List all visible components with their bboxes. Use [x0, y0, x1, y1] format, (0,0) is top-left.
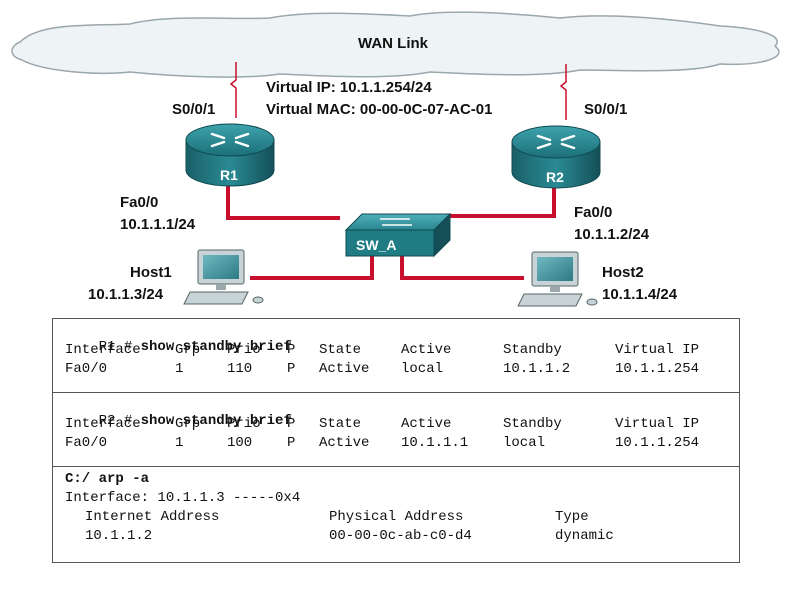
r2-header-interface: Interface: [65, 416, 141, 432]
r1-header-state: State: [319, 342, 362, 358]
switch-name-label: SW_A: [356, 237, 397, 253]
arp-cell-internet-address: 10.1.1.2: [85, 528, 153, 544]
r1-standby-output-panel: R1 # show standby brief Interface Grp Pr…: [52, 318, 740, 393]
r1-prompt: R1 #: [98, 339, 141, 355]
r1-cell-standby: 10.1.1.2: [503, 361, 571, 377]
r2-command: show standby brief: [140, 413, 292, 429]
r2-wan-link: [559, 64, 567, 120]
r2-cell-p: P: [287, 435, 296, 451]
r1-cell-virtual-ip: 10.1.1.254: [615, 361, 700, 377]
r2-header-virtual-ip: Virtual IP: [615, 416, 700, 432]
r1-data-row: Fa0/0 1 110 P Active local 10.1.1.2 10.1…: [65, 361, 739, 380]
host2-ip-label: 10.1.1.4/24: [602, 286, 678, 303]
arp-command-line: C:/ arp -a: [65, 471, 150, 487]
r1-cell-active: local: [401, 361, 444, 377]
r1-header-p: P: [287, 342, 296, 358]
r1-cell-grp: 1: [175, 361, 184, 377]
host1-switch-link: [250, 256, 374, 280]
r2-data-row: Fa0/0 1 100 P Active 10.1.1.1 local 10.1…: [65, 435, 739, 454]
r2-cell-standby: local: [503, 435, 546, 451]
r2-switch-link: [440, 178, 556, 218]
r2-standby-output-panel: R2 # show standby brief Interface Grp Pr…: [52, 392, 740, 467]
r1-header-prio: Prio: [227, 342, 261, 358]
switch-sw-a-icon[interactable]: [344, 212, 452, 258]
r2-cell-prio: 100: [227, 435, 253, 451]
host2-name-label: Host2: [602, 264, 644, 281]
r2-ip-label: 10.1.1.2/24: [574, 226, 650, 243]
r1-wan-link: [229, 62, 237, 118]
r1-header-row: Interface Grp Prio P State Active Standb…: [65, 342, 739, 361]
arp-header-internet-address: Internet Address: [85, 509, 220, 525]
r2-header-standby: Standby: [503, 416, 562, 432]
r2-serial-label: S0/0/1: [584, 101, 628, 118]
arp-output-panel: C:/ arp -a Interface: 10.1.1.3 -----0x4 …: [52, 466, 740, 563]
r2-cell-state: Active: [319, 435, 370, 451]
r1-switch-link: [226, 178, 340, 220]
r1-header-virtual-ip: Virtual IP: [615, 342, 700, 358]
r2-command-line: R2 # show standby brief: [65, 397, 739, 429]
r1-serial-label: S0/0/1: [172, 101, 216, 118]
r2-header-row: Interface Grp Prio P State Active Standb…: [65, 416, 739, 435]
host2-pc-icon[interactable]: [517, 251, 598, 307]
r1-header-interface: Interface: [65, 342, 141, 358]
r1-name-label: R1: [220, 167, 238, 183]
wan-cloud: [11, 11, 780, 78]
virtual-mac-label: Virtual MAC: 00-00-0C-07-AC-01: [266, 101, 493, 118]
r1-header-standby: Standby: [503, 342, 562, 358]
r2-cell-active: 10.1.1.1: [401, 435, 469, 451]
arp-data-row: 10.1.1.2 00-00-0c-ab-c0-d4 dynamic: [65, 528, 739, 547]
wan-link-label: WAN Link: [358, 35, 428, 52]
r2-name-label: R2: [546, 169, 564, 185]
r1-cell-state: Active: [319, 361, 370, 377]
r2-prompt: R2 #: [98, 413, 141, 429]
r2-header-state: State: [319, 416, 362, 432]
network-topology-diagram: [11, 11, 780, 307]
arp-cell-physical-address: 00-00-0c-ab-c0-d4: [329, 528, 472, 544]
host1-name-label: Host1: [130, 264, 172, 281]
r1-command-line: R1 # show standby brief: [65, 323, 739, 355]
virtual-ip-label: Virtual IP: 10.1.1.254/24: [266, 79, 432, 96]
r1-header-grp: Grp: [175, 342, 201, 358]
router-r1-icon[interactable]: [185, 123, 275, 187]
host1-ip-label: 10.1.1.3/24: [88, 286, 164, 303]
host2-switch-link: [400, 256, 524, 280]
host1-pc-icon[interactable]: [183, 249, 264, 305]
r1-fa-label: Fa0/0: [120, 194, 159, 211]
arp-interface-line: Interface: 10.1.1.3 -----0x4: [65, 490, 301, 506]
r2-cell-interface: Fa0/0: [65, 435, 108, 451]
r2-cell-grp: 1: [175, 435, 184, 451]
arp-header-type: Type: [555, 509, 589, 525]
r1-header-active: Active: [401, 342, 452, 358]
arp-header-physical-address: Physical Address: [329, 509, 464, 525]
r2-header-p: P: [287, 416, 296, 432]
r2-header-active: Active: [401, 416, 452, 432]
arp-cell-type: dynamic: [555, 528, 614, 544]
r2-header-grp: Grp: [175, 416, 201, 432]
r1-cell-prio: 110: [227, 361, 253, 377]
r1-ip-label: 10.1.1.1/24: [120, 216, 196, 233]
r2-fa-label: Fa0/0: [574, 204, 613, 221]
router-r2-icon[interactable]: [511, 125, 601, 189]
r1-cell-p: P: [287, 361, 296, 377]
r1-cell-interface: Fa0/0: [65, 361, 108, 377]
arp-header-row: Internet Address Physical Address Type: [65, 509, 739, 528]
r2-cell-virtual-ip: 10.1.1.254: [615, 435, 700, 451]
r2-header-prio: Prio: [227, 416, 261, 432]
r1-command: show standby brief: [140, 339, 292, 355]
